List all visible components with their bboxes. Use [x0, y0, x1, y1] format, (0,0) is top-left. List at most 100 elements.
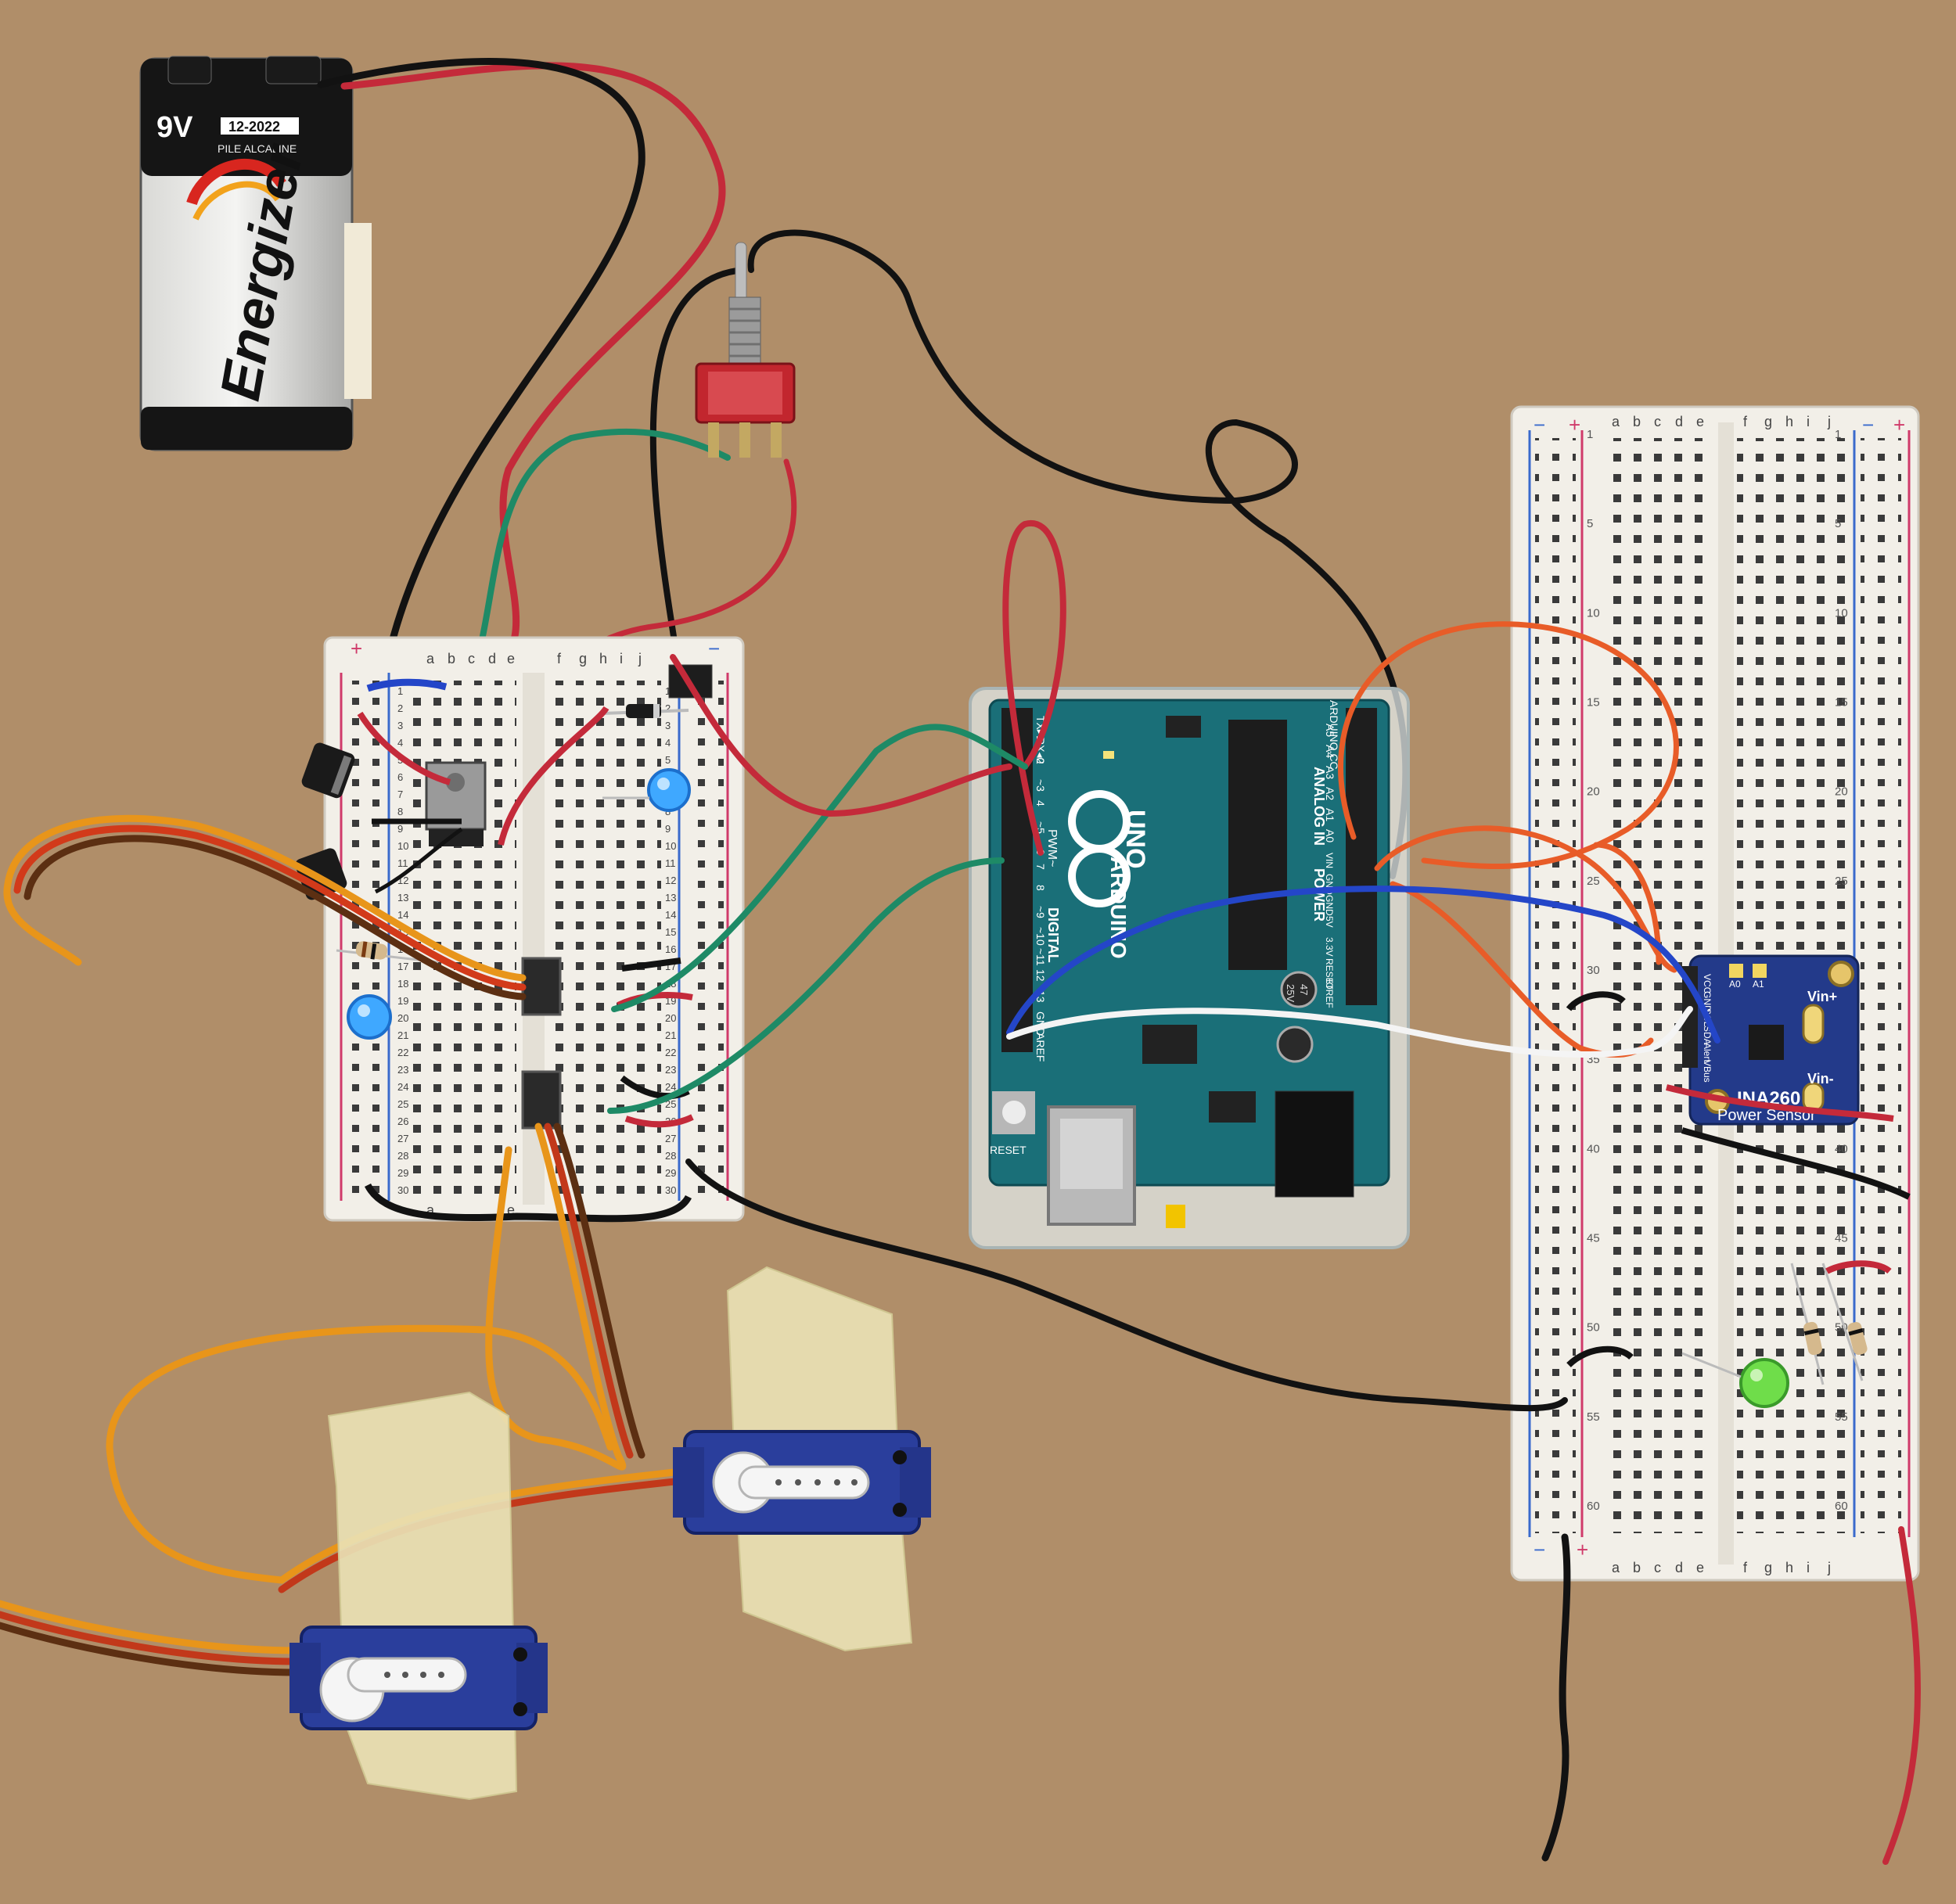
ina-pin-vcc: VCC [1702, 974, 1713, 994]
arduino-cap-label-2: 25V [1285, 984, 1296, 1002]
small-bb-row-8: 8 [397, 806, 403, 817]
arduino-digital-pin-8: 8 [1034, 885, 1047, 891]
large-bb-row-55: 55 [1587, 1410, 1600, 1424]
large-bb-bottom-minus: − [1534, 1538, 1545, 1561]
small-bb-row-right-2: 2 [665, 702, 671, 714]
small-bb-col-a: a [426, 651, 435, 666]
large-bb-row-5: 5 [1587, 517, 1593, 530]
small-bb-row-9: 9 [397, 823, 403, 835]
large-bb-row-right-55: 55 [1835, 1410, 1848, 1424]
arduino-analog-pin-A3: A3 [1324, 766, 1336, 779]
large-bb-col-bottom-a: a [1612, 1560, 1620, 1575]
large-bb-row-right-25: 25 [1835, 875, 1848, 888]
large-bb-col-bottom-i: i [1807, 1560, 1810, 1575]
battery-type-label: PILE ALCALINE [218, 142, 297, 155]
small-bb-row-24: 24 [397, 1081, 408, 1093]
large-bb-col-bottom-g: g [1764, 1560, 1772, 1575]
ina-vin-plus-label: Vin+ [1807, 989, 1837, 1004]
large-bb-col-f: f [1743, 414, 1748, 429]
small-bb-col-e: e [507, 651, 515, 666]
large-bb-col-a: a [1612, 414, 1620, 429]
arduino-analog-pin-A5: A5 [1324, 724, 1336, 737]
resistor-large-2 [1821, 1263, 1868, 1381]
large-bb-row-40: 40 [1587, 1142, 1600, 1155]
small-bb-rail-minus: − [708, 637, 720, 660]
small-breadboard-components [295, 664, 713, 1223]
arduino-digital-pin-3: ~3 [1034, 779, 1047, 792]
small-bb-row-13: 13 [397, 892, 408, 904]
small-bb-row-14: 14 [397, 909, 408, 921]
analog-power-header [1346, 708, 1377, 1005]
arduino-power-pin-3: 5V [1324, 916, 1335, 928]
small-bb-row-21: 21 [397, 1029, 408, 1041]
large-bb-col-bottom-d: d [1675, 1560, 1683, 1575]
small-bb-row-right-22: 22 [665, 1047, 676, 1058]
battery-date-label: 12-2022 [228, 119, 280, 135]
small-bb-row-right-21: 21 [665, 1029, 676, 1041]
arduino-reset-label: RESET [990, 1144, 1027, 1156]
large-bb-row-15: 15 [1587, 696, 1600, 710]
servo-header-2 [521, 1070, 562, 1130]
small-bb-row-right-11: 11 [665, 857, 676, 869]
atmega-chip [1228, 720, 1287, 970]
small-bb-row-numbers: 1122334455667788991010111112121313141415… [397, 685, 676, 1196]
small-bb-row-right-5: 5 [665, 754, 671, 766]
arduino-capacitor-2 [1276, 1026, 1314, 1063]
arduino-site-label: ARDUINO.CC [1328, 700, 1340, 770]
large-bb-rail-minus-right: − [1862, 413, 1874, 436]
small-bb-row-3: 3 [397, 720, 403, 731]
small-bb-row-right-13: 13 [665, 892, 676, 904]
toggle-switch [695, 242, 796, 458]
large-bb-col-i: i [1807, 414, 1810, 429]
power-on-led [1103, 751, 1114, 759]
small-bb-col-i: i [620, 651, 623, 666]
foreground-wires [607, 519, 1921, 1865]
voltage-regulator [425, 761, 487, 846]
small-bb-row-11: 11 [397, 857, 408, 869]
small-bb-row-10: 10 [397, 840, 408, 852]
small-bb-row-right-15: 15 [665, 926, 676, 938]
large-bb-col-d: d [1675, 414, 1683, 429]
small-bb-row-right-30: 30 [665, 1184, 676, 1196]
small-bb-row-right-27: 27 [665, 1133, 676, 1144]
small-bb-col-h: h [599, 651, 607, 666]
small-bb-row-right-28: 28 [665, 1150, 676, 1162]
arduino-analog-pin-A1: A1 [1324, 808, 1336, 821]
large-bb-row-60: 60 [1587, 1500, 1600, 1513]
large-bb-row-right-15: 15 [1835, 696, 1848, 710]
small-bb-rail-plus: + [351, 637, 362, 660]
large-bb-col-bottom-f: f [1743, 1560, 1748, 1575]
small-bb-row-29: 29 [397, 1167, 408, 1179]
arduino-digital-pin-11: ~11 [1034, 948, 1047, 966]
ina-pin-vbus: VBus [1702, 1060, 1713, 1083]
small-bb-row-right-24: 24 [665, 1081, 676, 1093]
arduino-digital-pin-9: ~9 [1034, 906, 1047, 918]
arduino-digital-pin-10: ~10 [1034, 927, 1047, 946]
small-bb-row-right-12: 12 [665, 875, 676, 886]
small-bb-row-22: 22 [397, 1047, 408, 1058]
small-bb-row-19: 19 [397, 995, 408, 1007]
arduino-digital-label: DIGITAL [1045, 907, 1061, 963]
servo-motor-left [289, 1626, 548, 1730]
large-bb-col-bottom-h: h [1785, 1560, 1793, 1575]
small-bb-row-25: 25 [397, 1098, 408, 1110]
large-bb-col-h: h [1785, 414, 1793, 429]
header-pins-top [668, 664, 713, 699]
large-bb-row-1: 1 [1587, 428, 1593, 441]
small-bb-row-27: 27 [397, 1133, 408, 1144]
small-bb-row-20: 20 [397, 1012, 408, 1024]
small-bb-col-c: c [468, 651, 475, 666]
led-blue-right [602, 768, 691, 812]
arduino-uno: RESET 47 25V UNO ARDUINO ARDUINO.CC DIGI… [969, 687, 1410, 1249]
large-bb-row-right-5: 5 [1835, 517, 1841, 530]
large-bb-row-right-60: 60 [1835, 1500, 1848, 1513]
large-bb-col-bottom-b: b [1633, 1560, 1641, 1575]
large-bb-col-bottom-j: j [1827, 1560, 1831, 1575]
small-bb-row-right-9: 9 [665, 823, 671, 835]
masking-tape-left [327, 1391, 518, 1801]
small-bb-row-23: 23 [397, 1064, 408, 1076]
led-blue-left [347, 994, 392, 1040]
large-bb-row-50: 50 [1587, 1321, 1600, 1335]
